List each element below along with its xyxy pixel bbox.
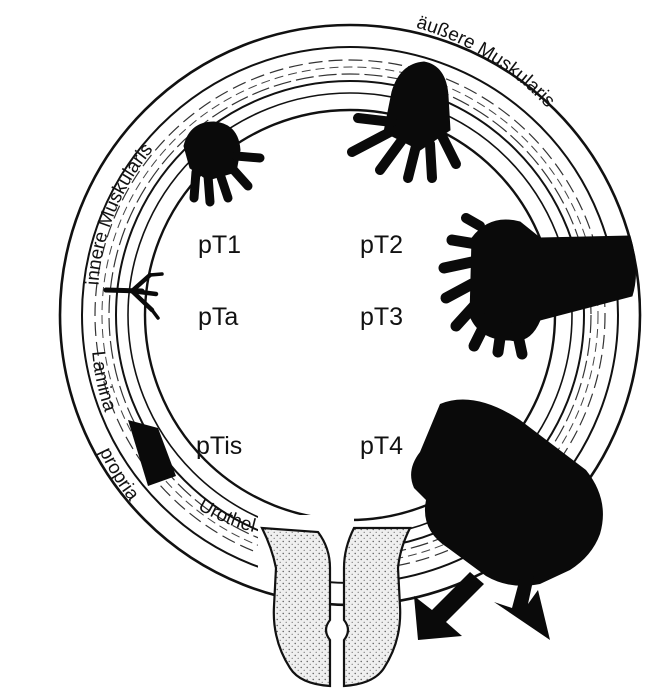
- label-pT2: pT2: [360, 231, 403, 259]
- tumor-pT1: [184, 122, 260, 202]
- label-pTis: pTis: [196, 432, 242, 460]
- label-urothel: Urothel: [195, 495, 258, 537]
- label-inner-muscularis: innere Muskularis: [82, 139, 157, 285]
- label-pTa: pTa: [198, 303, 238, 331]
- label-lamina: Lamina: [87, 350, 120, 415]
- label-pT1: pT1: [198, 231, 241, 259]
- tumor-pT3: [444, 218, 636, 354]
- label-pT3: pT3: [360, 303, 403, 331]
- tumor-pTa: [106, 274, 162, 318]
- tumor-pT2: [352, 62, 456, 178]
- label-pT4: pT4: [360, 432, 403, 460]
